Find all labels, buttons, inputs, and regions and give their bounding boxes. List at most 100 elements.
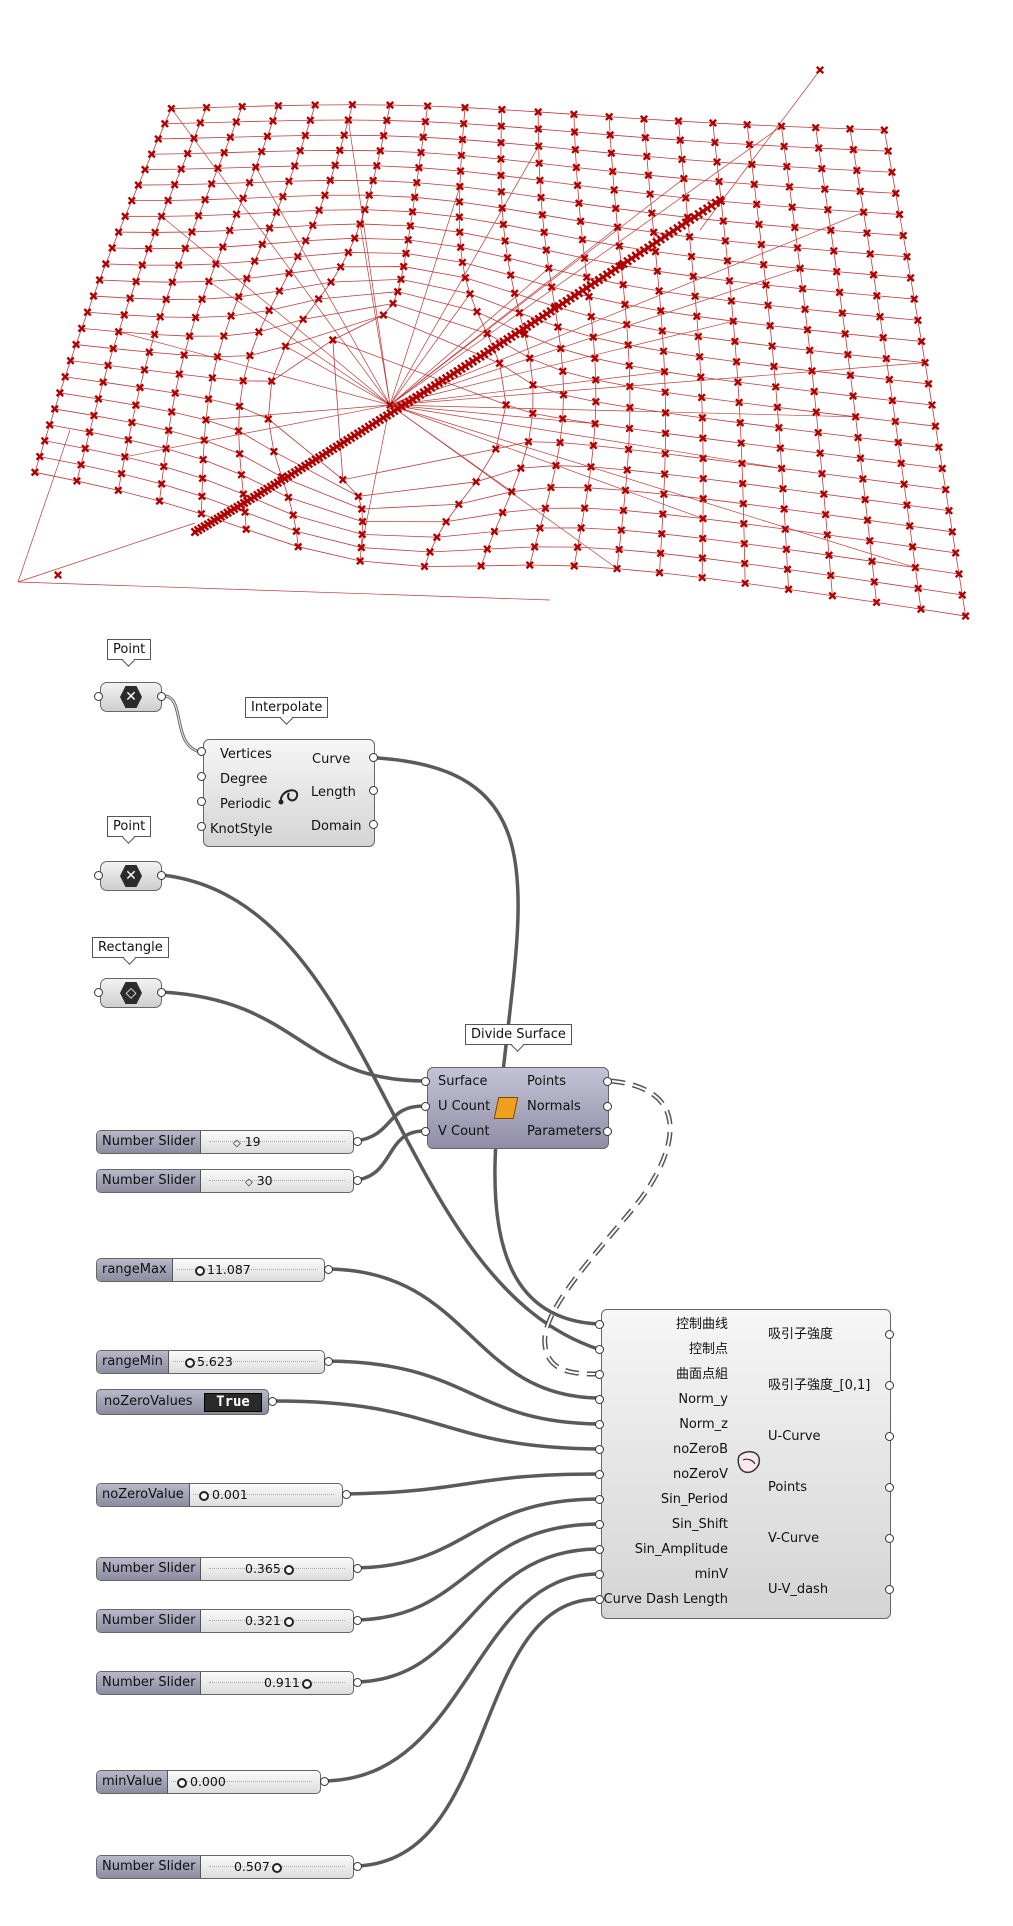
output-port-points[interactable] — [603, 1077, 612, 1086]
output-port-length[interactable] — [369, 786, 378, 795]
divide-surface-component[interactable]: Surface U Count V Count Points Normals P… — [427, 1067, 609, 1149]
grid-point-marker — [849, 145, 858, 154]
output-port[interactable] — [324, 1265, 333, 1274]
output-port-curve[interactable] — [369, 753, 378, 762]
output-port[interactable] — [353, 1176, 362, 1185]
grid-point-marker — [884, 147, 893, 156]
grid-point-marker — [275, 286, 284, 296]
slider-knob[interactable] — [195, 1266, 205, 1276]
slider-minvalue[interactable]: minValue 0.000 — [96, 1770, 321, 1794]
wire-sinamp — [354, 1547, 600, 1684]
grid-point-marker — [495, 359, 504, 368]
rhino-viewport[interactable] — [0, 0, 1013, 630]
point-param-2[interactable]: ✕ — [100, 861, 162, 891]
cluster-input-port[interactable] — [595, 1395, 604, 1404]
output-port[interactable] — [353, 1862, 362, 1871]
grid-point-marker — [676, 136, 685, 145]
slider-value[interactable]: ◇ 19 — [233, 1134, 261, 1149]
output-port[interactable] — [157, 988, 166, 997]
slider-rangemax[interactable]: rangeMax 11.087 — [96, 1258, 325, 1282]
slider-value: 0.001 — [212, 1487, 248, 1502]
cluster-output-port[interactable] — [885, 1534, 894, 1543]
grid-point-marker — [278, 192, 287, 201]
rectangle-param[interactable]: ◇ — [100, 978, 162, 1008]
grid-point-marker — [497, 187, 506, 196]
slider-value[interactable]: ◇ 30 — [245, 1173, 273, 1188]
number-slider-sin-period[interactable]: Number Slider 0.365 — [96, 1557, 354, 1581]
number-slider-sin-amplitude[interactable]: Number Slider 0.911 — [96, 1671, 354, 1695]
input-port-vertices[interactable] — [197, 747, 206, 756]
slider-knob[interactable] — [199, 1491, 209, 1501]
attractor-cluster-component[interactable]: 控制曲线 控制点 曲面点組 Norm_y Norm_z noZeroB noZe… — [601, 1309, 891, 1619]
output-port[interactable] — [353, 1137, 362, 1146]
input-port-vcount[interactable] — [421, 1127, 430, 1136]
output-port[interactable] — [353, 1616, 362, 1625]
number-slider-ucount[interactable]: Number Slider ◇ 19 — [96, 1130, 354, 1154]
cluster-input-port[interactable] — [595, 1570, 604, 1579]
input-port-degree[interactable] — [197, 772, 206, 781]
slider-nozerovalue[interactable]: noZeroValue 0.001 — [96, 1483, 343, 1507]
cluster-input-port[interactable] — [595, 1345, 604, 1354]
output-port-parameters[interactable] — [603, 1127, 612, 1136]
input-port-periodic[interactable] — [197, 797, 206, 806]
input-port-surface[interactable] — [421, 1077, 430, 1086]
cluster-input-port[interactable] — [595, 1370, 604, 1379]
slider-knob[interactable] — [302, 1679, 312, 1689]
grid-point-marker — [240, 508, 250, 517]
input-port[interactable] — [94, 871, 103, 880]
output-port[interactable] — [353, 1564, 362, 1573]
output-port[interactable] — [342, 1490, 351, 1499]
grid-point-marker — [619, 280, 628, 289]
interpolate-component[interactable]: Vertices Degree Periodic KnotStyle Curve… — [203, 739, 375, 847]
grid-point-marker — [465, 289, 475, 298]
cluster-input-port[interactable] — [595, 1420, 604, 1429]
slider-knob[interactable] — [284, 1565, 294, 1575]
output-port[interactable] — [268, 1397, 277, 1406]
input-port-knotstyle[interactable] — [197, 822, 206, 831]
output-port-domain[interactable] — [369, 820, 378, 829]
grid-point-marker — [914, 584, 923, 593]
output-port[interactable] — [320, 1777, 329, 1786]
cluster-input-port[interactable] — [595, 1495, 604, 1504]
boolean-toggle-nozerovalues[interactable]: noZeroValues True — [96, 1389, 269, 1415]
number-slider-dash-length[interactable]: Number Slider 0.507 — [96, 1855, 354, 1879]
cluster-input-port[interactable] — [595, 1520, 604, 1529]
slider-knob[interactable] — [177, 1778, 187, 1788]
cluster-output-port[interactable] — [885, 1432, 894, 1441]
point-param-1[interactable]: ✕ — [100, 682, 162, 712]
grid-point-marker — [140, 165, 150, 174]
cluster-output-port[interactable] — [885, 1585, 894, 1594]
slider-knob[interactable] — [185, 1358, 195, 1368]
number-slider-vcount[interactable]: Number Slider ◇ 30 — [96, 1169, 354, 1193]
output-port[interactable] — [157, 871, 166, 880]
slider-knob[interactable] — [272, 1863, 282, 1873]
input-port[interactable] — [94, 988, 103, 997]
toggle-value-button[interactable]: True — [204, 1393, 262, 1412]
cluster-output-port[interactable] — [885, 1483, 894, 1492]
output-port[interactable] — [324, 1357, 333, 1366]
grid-point-marker — [239, 376, 248, 385]
grid-point-marker — [189, 134, 199, 143]
grid-point-marker — [306, 116, 315, 125]
wire-point-vertices — [164, 694, 202, 754]
slider-track — [209, 1568, 345, 1571]
cluster-input-port[interactable] — [595, 1545, 604, 1554]
output-port-normals[interactable] — [603, 1102, 612, 1111]
grid-point-marker — [591, 397, 600, 406]
attractor-line — [389, 211, 864, 406]
cluster-output-port[interactable] — [885, 1330, 894, 1339]
grid-point-marker — [920, 358, 930, 367]
cluster-input-port[interactable] — [595, 1320, 604, 1329]
grid-point-marker — [183, 149, 192, 158]
cluster-input-port[interactable] — [595, 1470, 604, 1479]
slider-knob[interactable] — [284, 1617, 294, 1627]
slider-rangemin[interactable]: rangeMin 5.623 — [96, 1350, 325, 1374]
input-port[interactable] — [94, 692, 103, 701]
cluster-input-port[interactable] — [595, 1595, 604, 1604]
cluster-input-port[interactable] — [595, 1445, 604, 1454]
cluster-output-port[interactable] — [885, 1381, 894, 1390]
number-slider-sin-shift[interactable]: Number Slider 0.321 — [96, 1609, 354, 1633]
output-port[interactable] — [353, 1678, 362, 1687]
output-port[interactable] — [157, 692, 166, 701]
input-port-ucount[interactable] — [421, 1102, 430, 1111]
